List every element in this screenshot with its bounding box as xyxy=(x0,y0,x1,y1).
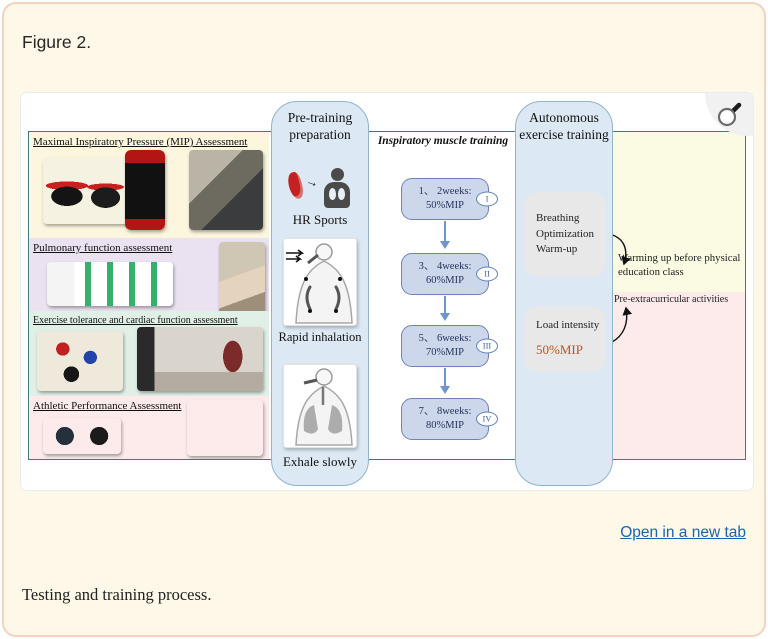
imt-step-2: 3、 4weeks: 60%MIP II xyxy=(401,253,498,295)
zoom-button[interactable] xyxy=(705,93,753,136)
photo-running-track xyxy=(187,400,263,456)
step-weeks: 5、 6weeks: xyxy=(418,333,472,345)
figure-title: Figure 2. xyxy=(22,32,92,52)
pretraining-title: Pre-training preparation xyxy=(287,110,353,142)
imt-step-3: 5、 6weeks: 70%MIP III xyxy=(401,325,498,367)
load-intensity-value: 50%MIP xyxy=(536,342,583,358)
section-title: Exercise tolerance and cardiac function … xyxy=(33,315,238,326)
step-mip: 70%MIP xyxy=(426,347,464,358)
notes-bg-pink xyxy=(613,292,745,459)
step-weeks: 1、 2weeks: xyxy=(418,186,472,198)
exhale-slowly-label: Exhale slowly xyxy=(282,454,357,469)
hr-sports-label: HR Sports xyxy=(292,212,348,227)
step-mip: 60%MIP xyxy=(426,275,464,286)
flow-arrow-down xyxy=(440,221,450,249)
photo-mip-app-phone xyxy=(125,150,165,230)
hr-sports-icons: → xyxy=(272,166,368,210)
figure-viewer[interactable]: Maximal Inspiratory Pressure (MIP) Asses… xyxy=(20,92,754,491)
breathing-warmup-box: Breathing Optimization Warm-up xyxy=(524,192,606,277)
load-intensity-label: Load intensity xyxy=(536,319,600,332)
section-title: Maximal Inspiratory Pressure (MIP) Asses… xyxy=(33,136,248,148)
flow-arrow-down xyxy=(440,296,450,321)
autonomous-title: Autonomous exercise training xyxy=(519,110,609,142)
photo-pulmonary-boy xyxy=(219,242,265,311)
section-title: Pulmonary function assessment xyxy=(33,242,173,254)
step-numeral-badge: III xyxy=(476,338,498,354)
curved-connector-arrows xyxy=(609,233,633,343)
breathing-figure-icon xyxy=(286,243,353,324)
notes-bg-yellow xyxy=(613,132,745,292)
section-exercise-tolerance: Exercise tolerance and cardiac function … xyxy=(29,311,269,396)
person-with-lungs-icon xyxy=(322,168,352,208)
magnifier-icon xyxy=(717,102,742,126)
rapid-inhalation-illustration xyxy=(283,238,357,326)
flow-arrow-down xyxy=(440,368,450,394)
photo-mip-person xyxy=(189,150,263,230)
step-mip: 80%MIP xyxy=(426,420,464,431)
autonomous-column: Autonomous exercise training Breathing O… xyxy=(515,101,613,486)
open-in-new-tab-link[interactable]: Open in a new tab xyxy=(620,524,746,541)
red-breathing-trainer-icon xyxy=(285,170,306,201)
rapid-inhalation-label: Rapid inhalation xyxy=(278,330,362,344)
lungs-figure-icon xyxy=(295,368,353,446)
step-mip: 50%MIP xyxy=(426,200,464,211)
photo-ecg-cables xyxy=(37,331,123,391)
step-weeks: 7、 8weeks: xyxy=(418,406,472,418)
arrow-right-icon: → xyxy=(304,172,321,191)
note-pre-extracurricular: Pre-extracurricular activities xyxy=(614,294,729,305)
note-warming-up: Warming up before physical education cla… xyxy=(618,252,741,279)
photo-spirometer-app xyxy=(47,262,173,306)
step-weeks: 3、 4weeks: xyxy=(418,261,472,273)
step-numeral-badge: II xyxy=(476,266,498,282)
section-title: Athletic Performance Assessment xyxy=(33,400,182,412)
imt-step-1: 1、 2weeks: 50%MIP I xyxy=(401,178,498,220)
section-mip-assessment: Maximal Inspiratory Pressure (MIP) Asses… xyxy=(29,132,269,238)
step-numeral-badge: IV xyxy=(476,411,498,427)
photo-treadmill-test xyxy=(137,327,263,391)
photo-stopwatches xyxy=(43,418,121,454)
step-numeral-badge: I xyxy=(476,191,498,207)
section-pulmonary-assessment: Pulmonary function assessment xyxy=(29,238,269,311)
pretraining-column: Pre-training preparation → HR Sports xyxy=(271,101,369,486)
imt-step-4: 7、 8weeks: 80%MIP IV xyxy=(401,398,498,440)
breathing-warmup-label: Breathing Optimization Warm-up xyxy=(536,211,595,256)
imt-title: Inspiratory muscle training xyxy=(377,135,509,147)
exhale-slowly-illustration xyxy=(283,364,357,448)
figure-caption: Testing and training process. xyxy=(22,585,212,604)
section-athletic-performance: Athletic Performance Assessment xyxy=(29,396,269,459)
photo-mip-devices xyxy=(43,158,135,224)
load-intensity-box: Load intensity 50%MIP xyxy=(524,306,606,372)
